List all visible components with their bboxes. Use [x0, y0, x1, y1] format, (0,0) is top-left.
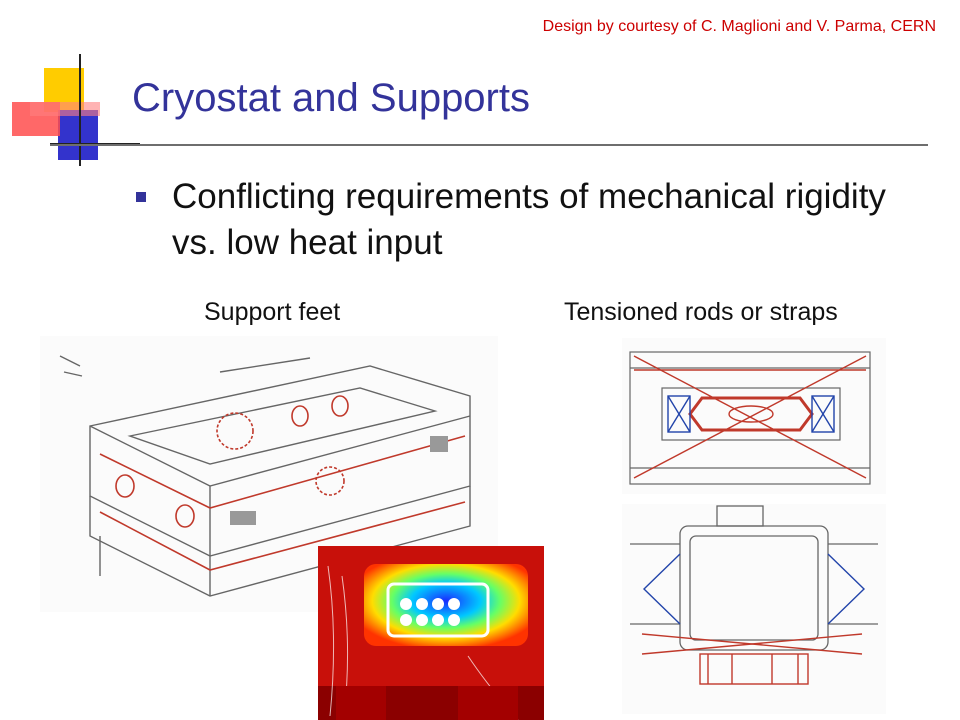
slide-title: Cryostat and Supports: [132, 76, 530, 120]
tensioned-rods-cross-section-sketch: [622, 338, 886, 494]
corner-decoration: [12, 54, 140, 166]
bullet-marker-icon: [136, 192, 146, 202]
label-support-feet: Support feet: [204, 298, 341, 326]
label-tensioned-rods: Tensioned rods or straps: [564, 298, 838, 326]
bullet-text: Conflicting requirements of mechanical r…: [172, 177, 886, 262]
tensioned-straps-plan-sketch: [622, 504, 886, 714]
credit-note: Design by courtesy of C. Maglioni and V.…: [542, 18, 936, 35]
thermal-simulation-plot: [318, 546, 544, 720]
title-divider: [50, 144, 928, 146]
